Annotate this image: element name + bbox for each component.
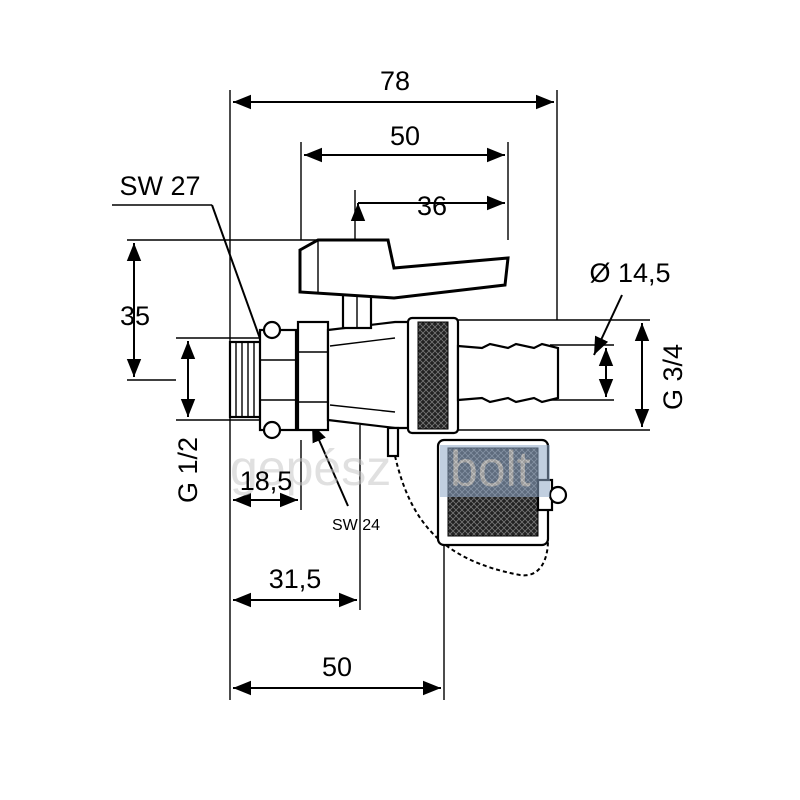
label-overall-length: 78 bbox=[380, 66, 410, 96]
label-body-length: 31,5 bbox=[269, 564, 322, 594]
label-height: 35 bbox=[120, 301, 150, 331]
label-handle-span: 50 bbox=[390, 121, 420, 151]
label-sw27: SW 27 bbox=[119, 171, 200, 201]
watermark-badge bbox=[440, 445, 550, 497]
extension-lines bbox=[127, 90, 650, 700]
label-outlet-thread: G 3/4 bbox=[658, 344, 688, 410]
valve-body bbox=[228, 238, 560, 458]
dimension-labels: 78 50 36 SW 27 35 Ø 14,5 G 3/4 G 1/2 18,… bbox=[119, 66, 688, 682]
watermark-logo: gepész bolt bbox=[230, 440, 550, 497]
label-inlet-thread: G 1/2 bbox=[173, 437, 203, 503]
label-hose-diameter: Ø 14,5 bbox=[589, 258, 670, 288]
watermark-text-1: gepész bbox=[230, 440, 391, 496]
label-handle-offset: 36 bbox=[417, 191, 447, 221]
label-sw24: SW 24 bbox=[332, 517, 380, 534]
label-thread-length: 18,5 bbox=[240, 466, 293, 496]
label-base-length: 50 bbox=[322, 652, 352, 682]
watermark-text-2: bolt bbox=[450, 441, 531, 497]
